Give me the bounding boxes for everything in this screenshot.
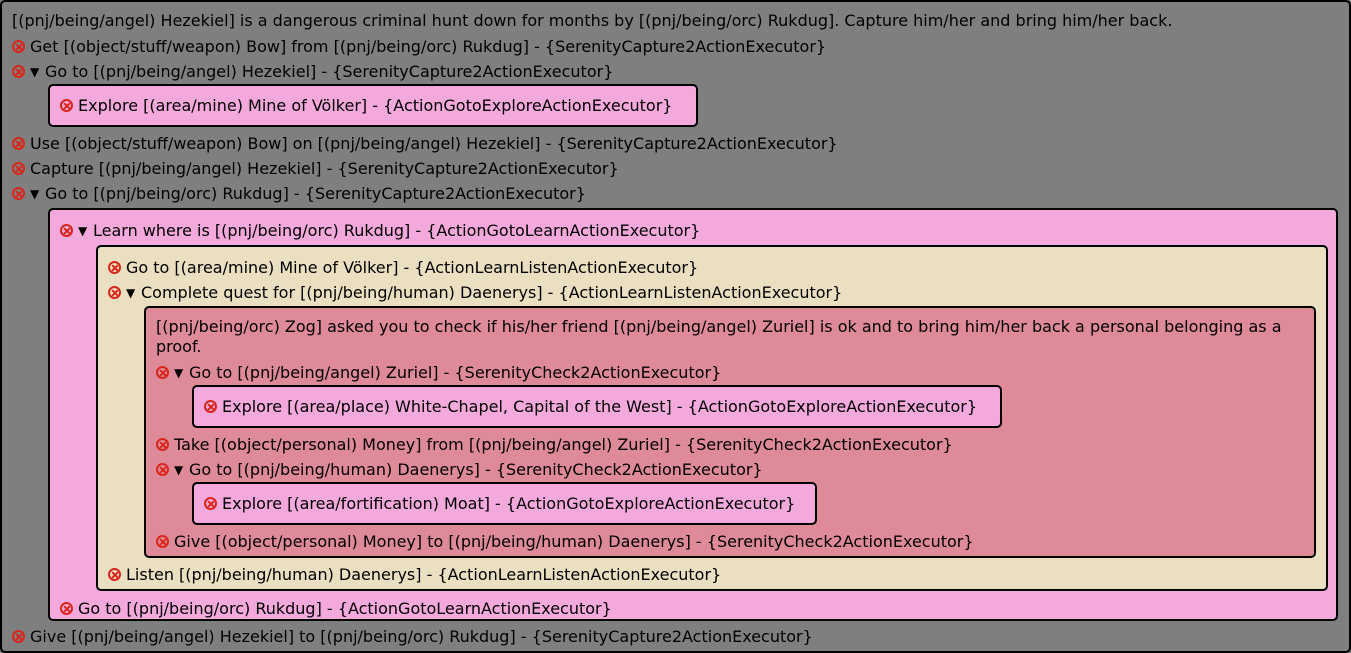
step-label: Listen [(pnj/being/human) Daenerys] - {A… xyxy=(126,564,722,584)
step-label: Go to [(pnj/being/human) Daenerys] - {Se… xyxy=(189,459,763,479)
expanded-triangle-icon[interactable]: ▼ xyxy=(30,64,40,79)
expanded-triangle-icon[interactable]: ▼ xyxy=(174,365,184,380)
learn-goto-rukdug-item: Go to [(pnj/being/orc) Rukdug] - {Action… xyxy=(60,596,1326,621)
step-label: Go to [(area/mine) Mine of Völker] - {Ac… xyxy=(126,257,699,277)
step-label: Complete quest for [(pnj/being/human) Da… xyxy=(141,282,843,302)
expanded-triangle-icon[interactable]: ▼ xyxy=(30,186,40,201)
remove-circle-icon[interactable] xyxy=(156,438,169,451)
goto-mine-item: Go to [(area/mine) Mine of Völker] - {Ac… xyxy=(108,255,1316,280)
remove-circle-icon[interactable] xyxy=(108,286,121,299)
step-use-bow: Use [(object/stuff/weapon) Bow] on [(pnj… xyxy=(12,131,1339,156)
step-label: Use [(object/stuff/weapon) Bow] on [(pnj… xyxy=(30,133,838,153)
step-goto-rukdug: ▼ Go to [(pnj/being/orc) Rukdug] - {Sere… xyxy=(12,181,1339,206)
step-label: Give [(object/personal) Money] to [(pnj/… xyxy=(174,531,974,551)
explore-moat-box: Explore [(area/fortification) Moat] - {A… xyxy=(192,482,817,525)
explore-chapel-box: Explore [(area/place) White-Chapel, Capi… xyxy=(192,385,1002,428)
goto-daenerys-item: ▼ Go to [(pnj/being/human) Daenerys] - {… xyxy=(156,457,1304,482)
step-label: Take [(object/personal) Money] from [(pn… xyxy=(174,434,953,454)
goto-zuriel-item: ▼ Go to [(pnj/being/angel) Zuriel] - {Se… xyxy=(156,360,1304,385)
remove-circle-icon[interactable] xyxy=(12,40,25,53)
quest-description: [(pnj/being/angel) Hezekiel] is a danger… xyxy=(12,11,1173,30)
remove-circle-icon[interactable] xyxy=(156,535,169,548)
remove-circle-icon[interactable] xyxy=(12,630,25,643)
learn-box: ▼ Learn where is [(pnj/being/orc) Rukdug… xyxy=(48,208,1338,621)
explore-moat-item: Explore [(area/fortification) Moat] - {A… xyxy=(204,491,805,516)
expanded-triangle-icon[interactable]: ▼ xyxy=(126,285,136,300)
remove-circle-icon[interactable] xyxy=(204,497,217,510)
remove-circle-icon[interactable] xyxy=(108,568,121,581)
step-get-bow: Get [(object/stuff/weapon) Bow] from [(p… xyxy=(12,34,1339,59)
take-money-item: Take [(object/personal) Money] from [(pn… xyxy=(156,432,1304,457)
step-goto-hezekiel: ▼ Go to [(pnj/being/angel) Hezekiel] - {… xyxy=(12,59,1339,84)
subquest-box: [(pnj/being/orc) Zog] asked you to check… xyxy=(144,306,1316,558)
step-label: Go to [(pnj/being/orc) Rukdug] - {Sereni… xyxy=(45,183,586,203)
remove-circle-icon[interactable] xyxy=(108,261,121,274)
expanded-triangle-icon[interactable]: ▼ xyxy=(174,462,184,477)
step-label: Go to [(pnj/being/orc) Rukdug] - {Action… xyxy=(78,598,612,618)
explore-mine-item: Explore [(area/mine) Mine of Völker] - {… xyxy=(60,93,686,118)
explore-chapel-item: Explore [(area/place) White-Chapel, Capi… xyxy=(204,394,990,419)
remove-circle-icon[interactable] xyxy=(204,400,217,413)
remove-circle-icon[interactable] xyxy=(156,463,169,476)
explore-mine-box: Explore [(area/mine) Mine of Völker] - {… xyxy=(48,84,698,127)
step-label: Explore [(area/fortification) Moat] - {A… xyxy=(222,493,796,513)
step-label: Give [(pnj/being/angel) Hezekiel] to [(p… xyxy=(30,626,813,646)
remove-circle-icon[interactable] xyxy=(60,99,73,112)
remove-circle-icon[interactable] xyxy=(60,224,73,237)
step-label: Explore [(area/mine) Mine of Völker] - {… xyxy=(78,95,673,115)
give-money-item: Give [(object/personal) Money] to [(pnj/… xyxy=(156,529,1304,554)
step-give-hezekiel: Give [(pnj/being/angel) Hezekiel] to [(p… xyxy=(12,624,1339,649)
step-label: Learn where is [(pnj/being/orc) Rukdug] … xyxy=(93,220,701,240)
complete-quest-item: ▼ Complete quest for [(pnj/being/human) … xyxy=(108,280,1316,305)
remove-circle-icon[interactable] xyxy=(60,602,73,615)
step-label: Capture [(pnj/being/angel) Hezekiel] - {… xyxy=(30,158,619,178)
remove-circle-icon[interactable] xyxy=(12,137,25,150)
step-label: Explore [(area/place) White-Chapel, Capi… xyxy=(222,396,978,416)
step-label: Go to [(pnj/being/angel) Hezekiel] - {Se… xyxy=(45,61,614,81)
remove-circle-icon[interactable] xyxy=(12,65,25,78)
remove-circle-icon[interactable] xyxy=(12,162,25,175)
step-label: Get [(object/stuff/weapon) Bow] from [(p… xyxy=(30,36,827,56)
expanded-triangle-icon[interactable]: ▼ xyxy=(78,223,88,238)
listen-box: Go to [(area/mine) Mine of Völker] - {Ac… xyxy=(96,245,1328,591)
step-capture: Capture [(pnj/being/angel) Hezekiel] - {… xyxy=(12,156,1339,181)
step-label: Go to [(pnj/being/angel) Zuriel] - {Sere… xyxy=(189,362,722,382)
learn-where-item: ▼ Learn where is [(pnj/being/orc) Rukdug… xyxy=(60,218,1326,243)
subquest-description: [(pnj/being/orc) Zog] asked you to check… xyxy=(156,317,1282,356)
remove-circle-icon[interactable] xyxy=(156,366,169,379)
remove-circle-icon[interactable] xyxy=(12,187,25,200)
listen-item: Listen [(pnj/being/human) Daenerys] - {A… xyxy=(108,562,1316,587)
